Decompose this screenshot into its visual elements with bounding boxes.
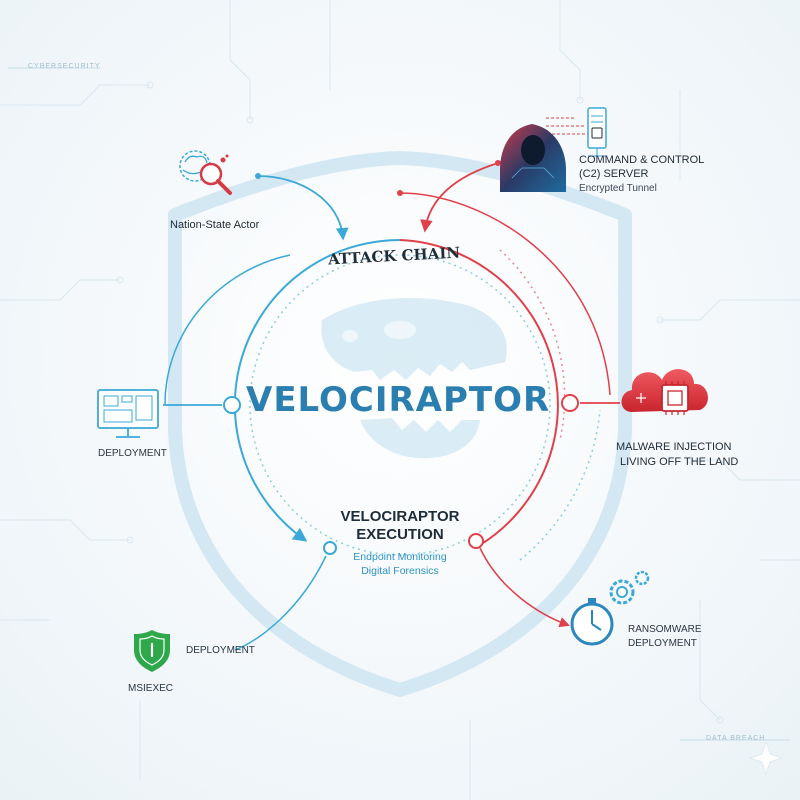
- dinosaur-skull-watermark: [321, 297, 507, 459]
- caption-data-breach: DATA BREACH: [706, 735, 766, 742]
- c2-title-line1: COMMAND & CONTROL: [579, 154, 705, 166]
- execution-sub-line2: Digital Forensics: [361, 565, 439, 577]
- ring-blue-arc: [233, 239, 401, 542]
- deployment-left-label: DEPLOYMENT: [98, 448, 167, 459]
- inner-dotted-ring: [249, 254, 551, 556]
- malware-line1: MALWARE INJECTION: [616, 441, 732, 453]
- c2-subtitle: Encrypted Tunnel: [579, 183, 657, 194]
- execution-title-line2: EXECUTION: [356, 526, 444, 543]
- blue-dotted-arc: [519, 409, 601, 561]
- connector-deploy-up: [164, 254, 291, 406]
- connector-dot: [495, 160, 501, 166]
- connector-chain-to-malware: [399, 192, 611, 396]
- caption-cybersecurity: CYBERSECURITY: [28, 63, 101, 70]
- red-dotted-arc: [499, 249, 566, 441]
- ring-red-arc: [399, 239, 559, 546]
- stopwatch-gear-icon: [570, 570, 650, 646]
- connector-exec-to-ransomware: [479, 547, 570, 628]
- connector-c2-to-chain: [420, 162, 499, 233]
- nation-state-label: Nation-State Actor: [170, 219, 260, 231]
- malware-line2: LIVING OFF THE LAND: [620, 456, 739, 468]
- node-ring-exec-left: [323, 541, 337, 555]
- sparkle-icon: [748, 740, 784, 776]
- center-title: VELOCIRAPTOR: [246, 380, 551, 420]
- monitor-dashboard-icon: [97, 389, 159, 438]
- node-ring-left: [223, 396, 241, 414]
- execution-title-line1: VELOCIRAPTOR: [340, 508, 460, 525]
- magnifier-brain-icon: [179, 150, 232, 195]
- ransomware-line1: RANSOMWARE: [628, 624, 702, 635]
- msiexec-deployment-label: DEPLOYMENT: [186, 645, 255, 656]
- node-ring-exec-right: [468, 533, 484, 549]
- msiexec-label: MSIEXEC: [128, 683, 174, 694]
- connector-exec-to-msiexec: [234, 555, 327, 651]
- shield-check-icon: [134, 630, 170, 672]
- c2-title-line2: (C2) SERVER: [579, 168, 649, 180]
- node-ring-right: [561, 394, 579, 412]
- connector-dot: [255, 173, 261, 179]
- ransomware-line2: DEPLOYMENT: [628, 638, 697, 649]
- execution-sub-line1: Endpoint Monitoring: [353, 551, 447, 563]
- shield-outline: [168, 151, 632, 697]
- cloud-chip-icon: [621, 369, 708, 415]
- hooded-hacker-server-icon: [500, 107, 607, 192]
- connector-nation-to-chain: [257, 175, 349, 241]
